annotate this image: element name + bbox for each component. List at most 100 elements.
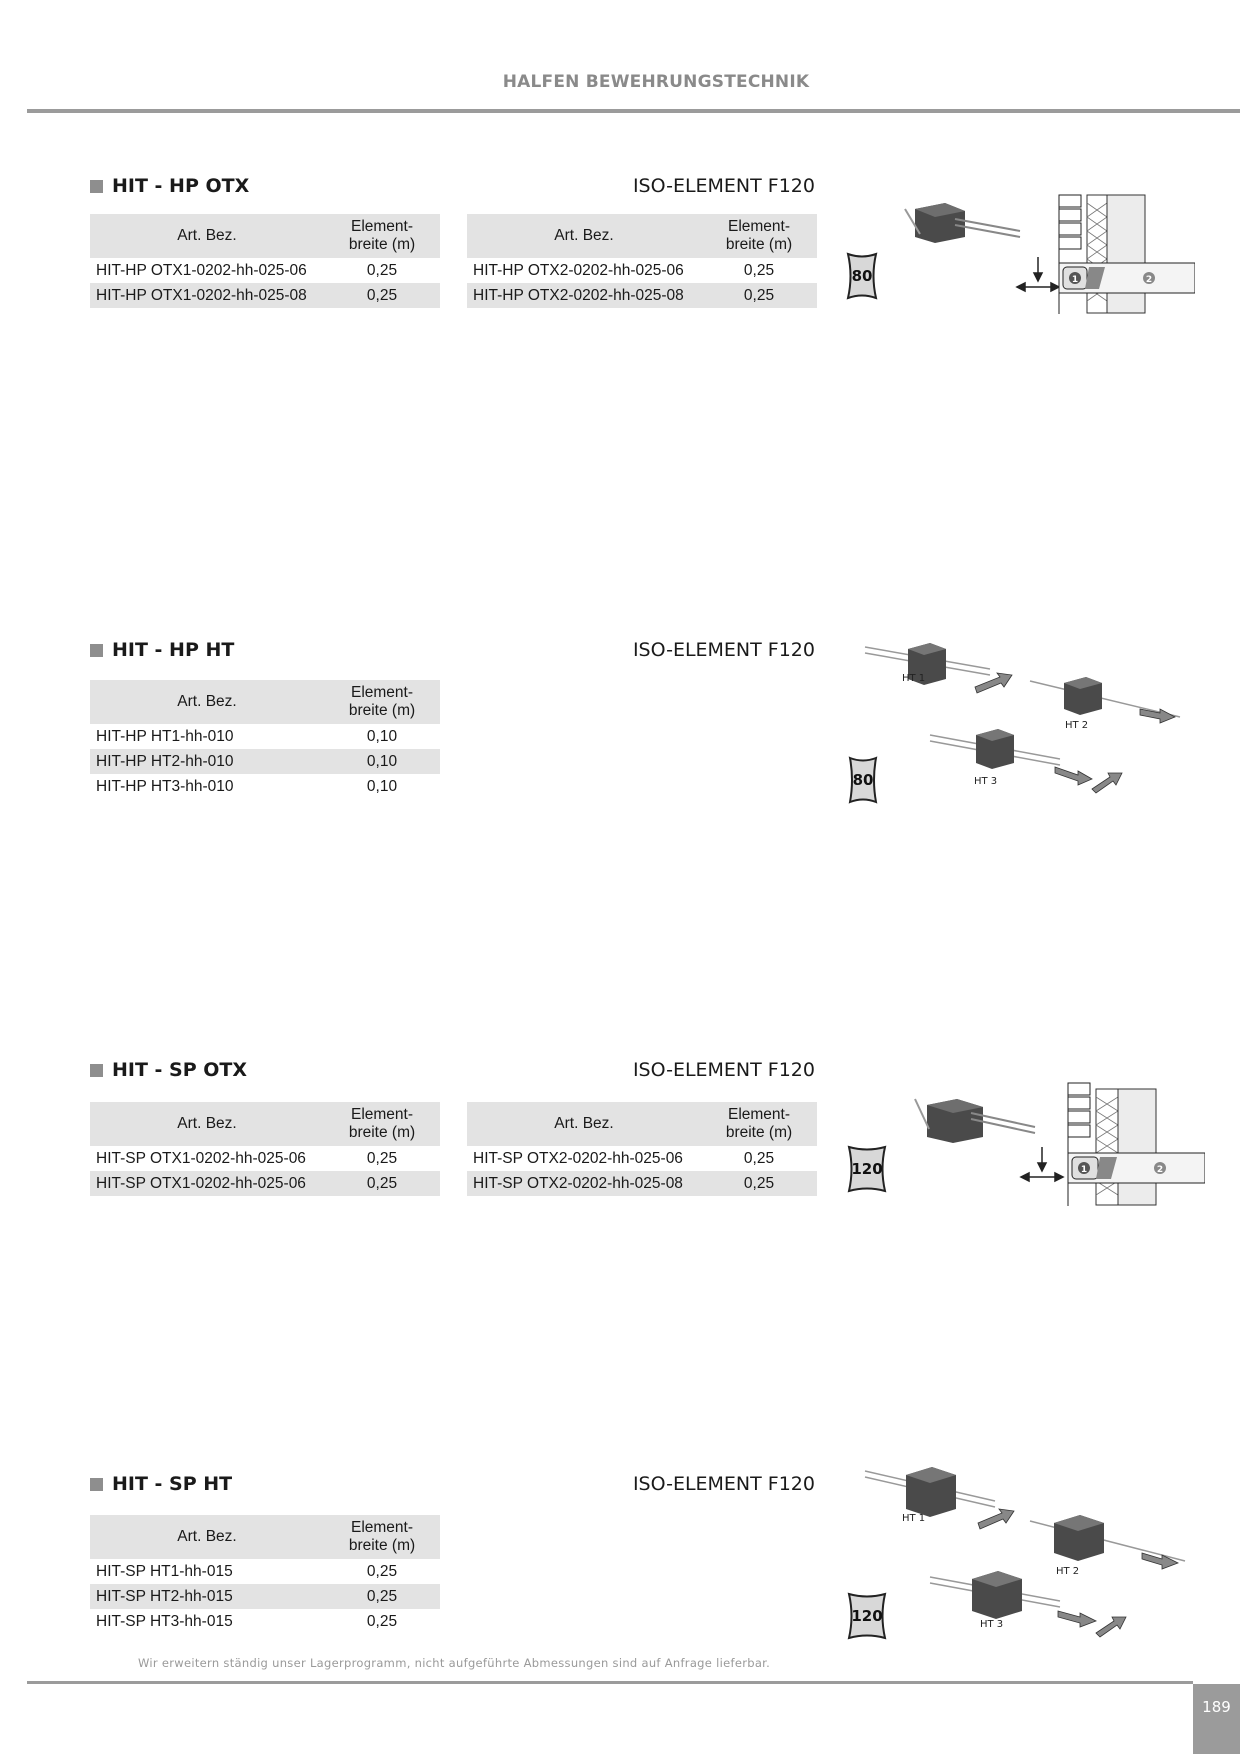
ht-element-diagram: HT 1 HT 2 HT 3 [864,643,1181,794]
page-header-title: HALFEN BEWEHRUNGSTECHNIK [502,72,810,92]
svg-text:HT 3: HT 3 [980,1619,1003,1630]
article-name: HIT-SP HT1-hh-015 [96,1563,233,1580]
element-width: 0,10 [366,728,398,745]
iso-element-label: ISO-ELEMENT F120 [632,1473,815,1495]
svg-text:80: 80 [852,267,873,285]
svg-text:HT 1: HT 1 [902,673,925,684]
article-name: HIT-HP OTX2-0202-hh-025-08 [467,283,701,308]
svg-text:2: 2 [1146,275,1152,285]
article-table-left: Art. Bez. Element-breite (m) HIT-HP HT1-… [90,680,440,799]
element-width: 0,25 [366,262,398,279]
svg-text:1: 1 [1072,275,1078,285]
section-title-text: HIT - HP HT [112,639,235,661]
article-name: HIT-SP HT2-hh-015 [90,1584,324,1609]
section-title-text: HIT - SP HT [112,1473,233,1495]
svg-text:1: 1 [1081,1165,1087,1175]
article-name: HIT-HP OTX1-0202-hh-025-08 [90,283,324,308]
article-name: HIT-SP HT3-hh-015 [96,1613,233,1630]
table-row: HIT-HP OTX2-0202-hh-025-08 0,25 [467,283,817,308]
iso-element-label: ISO-ELEMENT F120 [632,639,815,661]
bullet-square-icon [90,1063,103,1077]
svg-text:80: 80 [853,771,874,789]
ht3-element: HT 3 [929,729,1123,794]
page-number: 189 [1193,1684,1240,1754]
svg-text:2: 2 [1157,1165,1163,1175]
table-row: HIT-HP HT3-hh-010 0,10 [90,774,440,799]
article-name: HIT-HP HT3-hh-010 [96,778,234,795]
article-table-left: Art. Bez. Element-breite (m) HIT-SP HT1-… [90,1515,440,1634]
load-arrows [1019,1147,1065,1183]
article-name: HIT-HP HT1-hh-010 [96,728,234,745]
col-header-width: Element-breite (m) [324,1102,440,1146]
article-name: HIT-SP OTX2-0202-hh-025-08 [467,1171,701,1196]
section-title: HIT - SP HT [90,1473,232,1495]
section-title: HIT - HP HT [90,639,234,661]
element-width: 0,25 [701,1171,817,1196]
section-title-text: HIT - SP OTX [112,1059,248,1081]
table-row: HIT-HP HT2-hh-010 0,10 [90,749,440,774]
bullet-square-icon [90,179,103,193]
section-title: HIT - HP OTX [90,175,249,197]
table-header-row: Art. Bez. Element-breite (m) [90,1102,440,1146]
table-row: HIT-SP HT3-hh-015 0,25 [90,1609,440,1634]
col-header-art: Art. Bez. [90,680,324,724]
element-width: 0,25 [743,1150,775,1167]
element-width: 0,25 [366,1150,398,1167]
footnote: Wir erweitern ständig unser Lagerprogram… [138,1656,771,1670]
fire-rating-badge: 120 [847,1592,887,1640]
table-row: HIT-SP OTX1-0202-hh-025-06 0,25 [90,1146,440,1171]
article-name: HIT-SP OTX2-0202-hh-025-06 [473,1150,683,1167]
element-width: 0,25 [366,1613,398,1630]
col-header-art: Art. Bez. [90,214,324,258]
otx-connection-diagram: 1 2 [904,194,1195,314]
table-row: HIT-HP OTX2-0202-hh-025-06 0,25 [467,258,817,283]
table-row: HIT-HP OTX1-0202-hh-025-06 0,25 [90,258,440,283]
element-width: 0,25 [324,1584,440,1609]
bullet-square-icon [90,643,103,657]
table-header-row: Art. Bez. Element-breite (m) [90,680,440,724]
fire-rating-badge: 80 [846,252,878,300]
svg-text:120: 120 [851,1607,882,1625]
ht-element-diagram: HT 1 HT 2 HT 3 [864,1467,1186,1638]
table-header-row: Art. Bez. Element-breite (m) [90,1515,440,1559]
table-header-row: Art. Bez. Element-breite (m) [467,1102,817,1146]
svg-text:HT 2: HT 2 [1065,720,1088,731]
svg-text:120: 120 [851,1160,882,1178]
article-name: HIT-SP OTX1-0202-hh-025-06 [96,1150,306,1167]
element-width: 0,25 [743,262,775,279]
fire-rating-badge: 120 [847,1145,887,1193]
svg-text:HT 3: HT 3 [974,776,997,787]
iso-element-illustration [914,1098,1036,1143]
table-row: HIT-SP OTX1-0202-hh-025-06 0,25 [90,1171,440,1196]
table-row: HIT-HP OTX1-0202-hh-025-08 0,25 [90,283,440,308]
iso-element-label: ISO-ELEMENT F120 [632,1059,815,1081]
col-header-art: Art. Bez. [90,1102,324,1146]
element-width: 0,25 [324,283,440,308]
element-width: 0,10 [366,778,398,795]
article-table-right: Art. Bez. Element-breite (m) HIT-SP OTX2… [467,1102,817,1196]
article-name: HIT-HP HT2-hh-010 [90,749,324,774]
col-header-width: Element-breite (m) [324,680,440,724]
element-width: 0,25 [324,1171,440,1196]
element-width: 0,10 [324,749,440,774]
otx-connection-diagram: 1 2 [914,1082,1205,1206]
ht2-element: HT 2 [1029,1515,1186,1577]
element-width: 0,25 [701,283,817,308]
iso-element-label: ISO-ELEMENT F120 [632,175,815,197]
header-rule [27,109,1240,113]
article-name: HIT-HP OTX1-0202-hh-025-06 [96,262,307,279]
col-header-width: Element-breite (m) [701,1102,817,1146]
element-width: 0,25 [366,1563,398,1580]
col-header-art: Art. Bez. [467,1102,701,1146]
article-name: HIT-SP OTX1-0202-hh-025-06 [90,1171,324,1196]
wall-section: 1 2 [1058,194,1195,314]
section-title-text: HIT - HP OTX [112,175,250,197]
col-header-width: Element-breite (m) [701,214,817,258]
article-name: HIT-HP OTX2-0202-hh-025-06 [473,262,684,279]
section-title: HIT - SP OTX [90,1059,247,1081]
footer-rule [27,1681,1193,1684]
ht1-element: HT 1 [864,1467,1015,1530]
bullet-square-icon [90,1477,103,1491]
svg-text:HT 2: HT 2 [1056,1566,1079,1577]
col-header-art: Art. Bez. [90,1515,324,1559]
